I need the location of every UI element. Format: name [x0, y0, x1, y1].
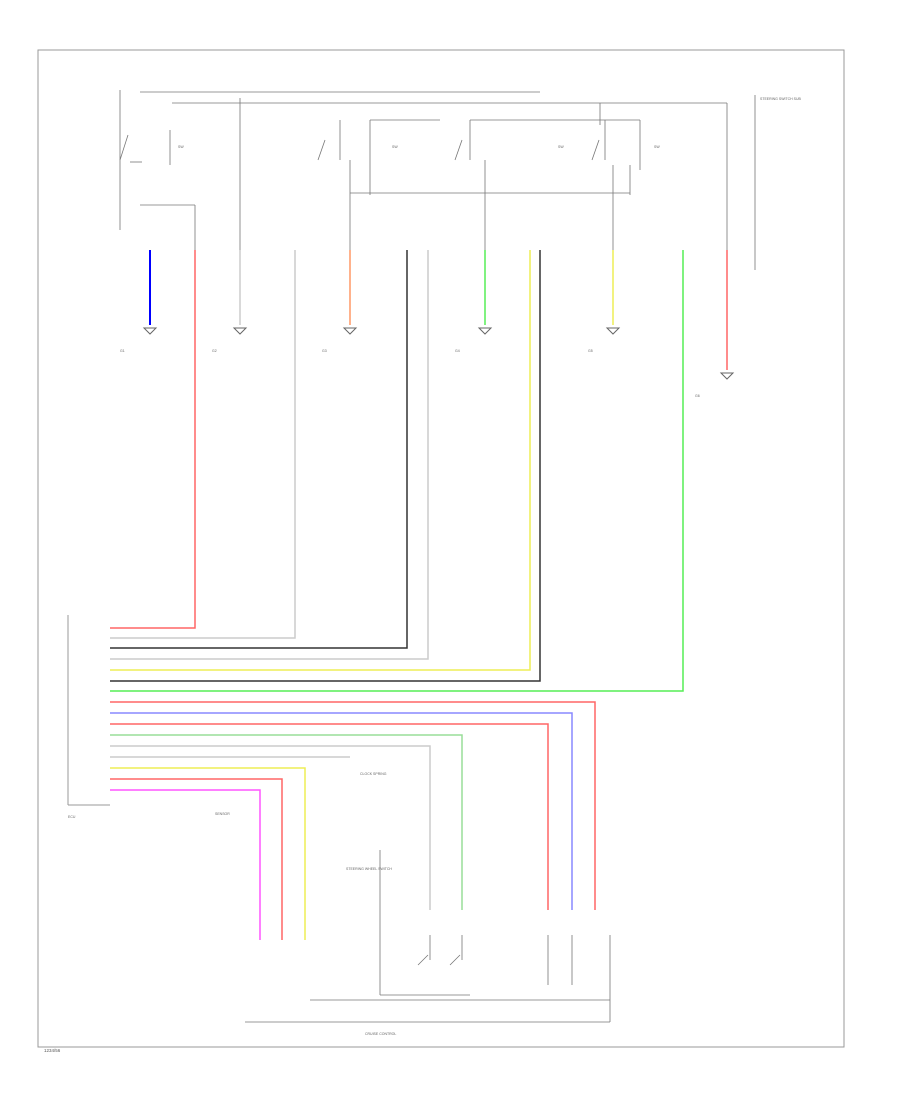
svg-text:G6: G6 [695, 394, 700, 398]
switch-label-4: SW [654, 145, 660, 149]
svg-text:ECU: ECU [68, 815, 76, 819]
ecu-box: ECU [67, 615, 110, 819]
svg-text:G1: G1 [120, 349, 125, 353]
svg-text:G2: G2 [212, 349, 217, 353]
top-switch-block [119, 90, 756, 270]
svg-text:G5: G5 [588, 349, 593, 353]
switch-label-2: SW [392, 145, 398, 149]
main-switch-label: STEERING WHEEL SWITCH [346, 867, 392, 871]
diagram-code: 1234/56 [44, 1048, 61, 1053]
svg-text:G4: G4 [455, 349, 460, 353]
ground-stubs [142, 250, 735, 380]
center-note: CLOCK SPRING [360, 772, 387, 776]
bottom-switch-block [245, 850, 611, 1023]
svg-text:G3: G3 [322, 349, 327, 353]
bottom-note: CRUISE CONTROL [365, 1032, 396, 1036]
right-note: STEERING SWITCH SUB [760, 97, 802, 101]
sensor-note: SENSOR [215, 812, 230, 816]
vertical-wires [110, 250, 684, 692]
diagram-frame [37, 49, 845, 1048]
switch-label-3: SW [558, 145, 564, 149]
switch-label-1: SW [178, 145, 184, 149]
lower-wires [110, 701, 596, 940]
ground-labels: G1 G2 G3 G4 G5 G6 [120, 349, 700, 398]
